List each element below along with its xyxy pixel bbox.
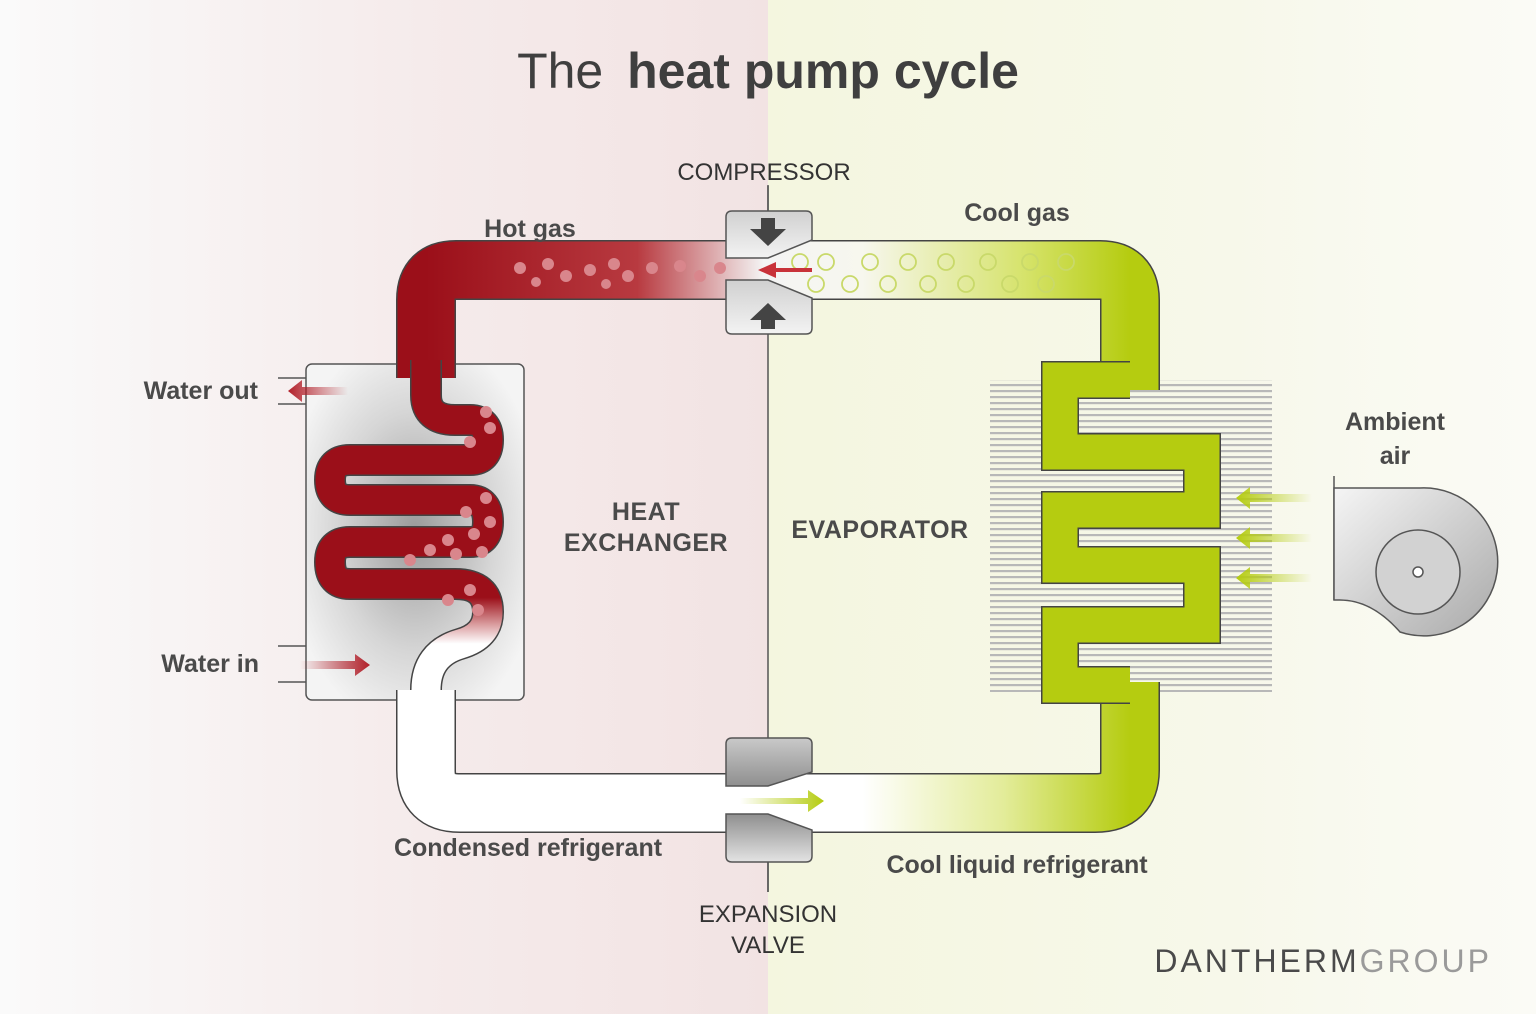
title-bold: heat pump cycle — [627, 43, 1019, 99]
hot-gas-label: Hot gas — [484, 215, 576, 243]
dantherm-logo: DANTHERMGROUP — [1154, 943, 1492, 979]
water-out-arrow — [288, 380, 348, 402]
expansion-valve — [725, 737, 824, 892]
valve-bottom-block — [725, 813, 813, 863]
ambient-air-label-line1: Ambient — [1345, 408, 1446, 436]
title-light: The — [517, 43, 603, 99]
compressor-label: COMPRESSOR — [677, 159, 850, 186]
expansion-valve-label-line1: EXPANSION — [699, 901, 837, 928]
water-out-label: Water out — [144, 377, 259, 405]
page-title: The heat pump cycle — [517, 43, 1019, 99]
evaporator-label: EVAPORATOR — [791, 516, 968, 544]
compressor — [725, 186, 813, 335]
logo-bold: DANTHERM — [1154, 943, 1359, 979]
heat-exchanger-label-line2: EXCHANGER — [564, 529, 728, 557]
arrow-down-icon — [750, 218, 786, 246]
logo-light: GROUP — [1360, 943, 1492, 979]
heat-exchanger-label-line1: HEAT — [612, 498, 680, 526]
fan-icon — [1333, 476, 1499, 637]
cool-gas-label: Cool gas — [964, 199, 1070, 227]
cool-liquid-refrigerant-label: Cool liquid refrigerant — [886, 851, 1148, 879]
ambient-air-label-line2: air — [1380, 442, 1411, 470]
compressor-flow-arrow — [758, 262, 812, 278]
condensed-refrigerant-label: Condensed refrigerant — [394, 834, 663, 862]
condenser-bubbles — [404, 406, 496, 616]
evaporator-fins — [990, 380, 1272, 692]
water-in-label: Water in — [161, 650, 259, 678]
arrow-up-icon — [750, 303, 786, 329]
hot-gas-bubbles — [514, 258, 726, 289]
valve-top-block — [725, 737, 813, 787]
water-in-arrow — [300, 654, 370, 676]
valve-flow-arrow — [740, 790, 824, 812]
expansion-valve-label-line2: VALVE — [731, 932, 805, 959]
ambient-air-arrows — [1236, 487, 1312, 589]
